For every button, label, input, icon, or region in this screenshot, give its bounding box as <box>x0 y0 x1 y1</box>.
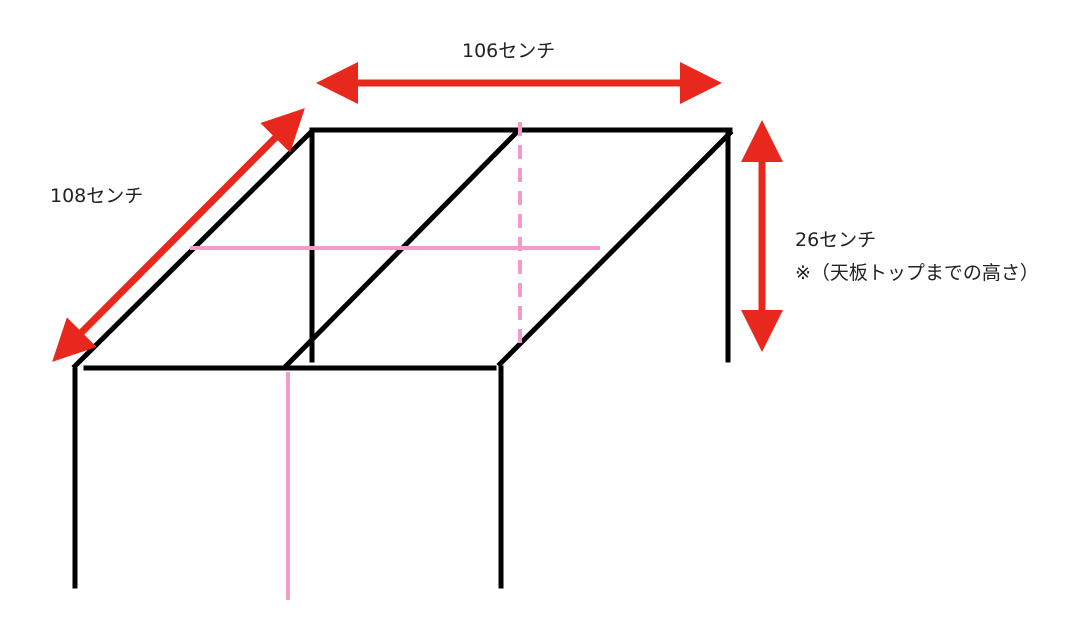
height-label: 26センチ <box>795 229 877 251</box>
width-label: 106センチ <box>462 40 556 62</box>
dimension-arrows <box>52 62 783 362</box>
frame <box>71 127 734 589</box>
depth-label: 108センチ <box>50 185 144 207</box>
right-side-beam <box>496 129 734 368</box>
height-note: ※（天板トップまでの高さ） <box>795 262 1039 284</box>
depth-arrow <box>52 108 305 362</box>
